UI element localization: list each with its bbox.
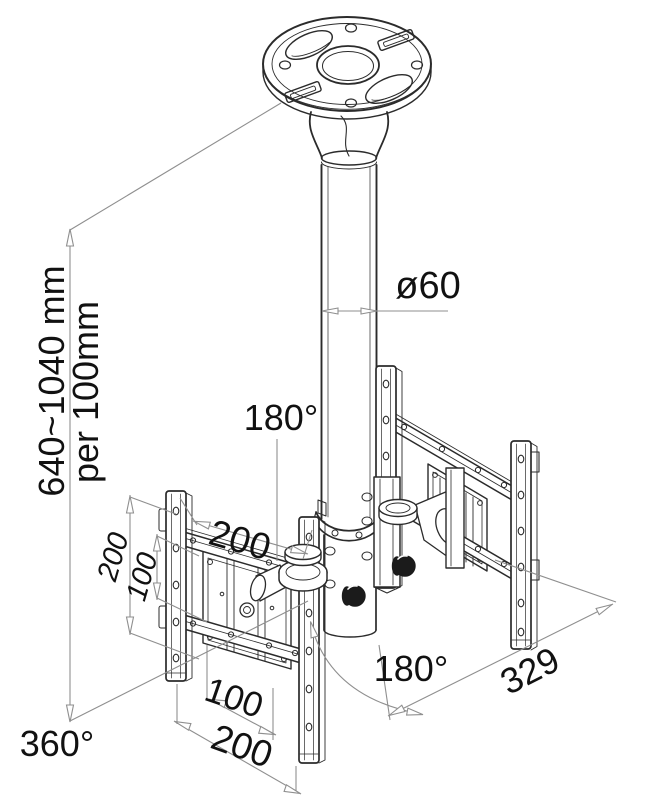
plate-oval-slot (285, 30, 333, 60)
right-knob (391, 555, 416, 577)
dimension-arrows (65, 228, 613, 794)
plate-screw-holes (278, 23, 424, 108)
label-pole-diameter: ø60 (395, 265, 461, 307)
plate-rect-slot (377, 29, 415, 51)
label-swivel-bottom: 180° (373, 648, 449, 689)
left-knob (341, 585, 366, 607)
plate-rect-slot (284, 81, 322, 103)
plate-oval-slot (365, 74, 413, 104)
right-arm-pivot (373, 467, 465, 594)
pole (320, 164, 378, 520)
mounting-cone (308, 111, 390, 170)
pole-hub (323, 492, 377, 638)
ceiling-plate (262, 16, 432, 120)
right-bracket-right-rail (510, 440, 540, 651)
label-swivel-top: 180° (243, 397, 319, 438)
left-bracket-left-rail (158, 490, 193, 682)
label-height-step: per 100mm (65, 300, 106, 484)
label-pole-rotation: 360° (19, 723, 95, 764)
